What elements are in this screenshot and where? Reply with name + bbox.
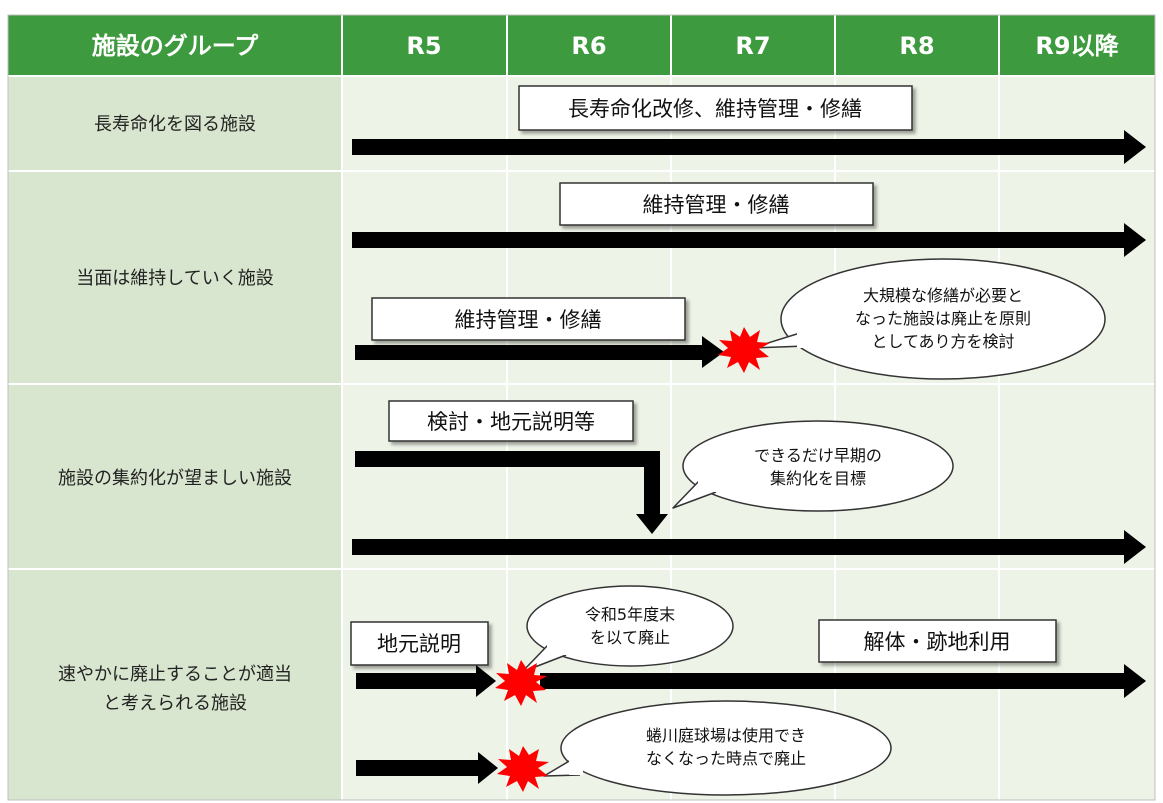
tennis-bubble	[560, 700, 892, 796]
major-repair-bubble	[780, 258, 1106, 380]
major-repair-text-2: なった施設は廃止を原則	[855, 309, 1031, 328]
header-year-r7: R7	[735, 32, 770, 60]
group-label-cell-1	[8, 77, 342, 170]
maintain-top-box	[559, 182, 874, 226]
study-box	[388, 400, 634, 442]
maintain-top-box-label: 維持管理・修繕	[643, 193, 790, 217]
reiwa-bubble	[526, 585, 734, 667]
header-year-r9-later: R9以降	[1035, 32, 1119, 60]
study-box-label: 検討・地元説明等	[427, 410, 595, 434]
consolidation-text-1: できるだけ早期の	[754, 446, 882, 465]
explosion-burst-icon	[497, 746, 549, 792]
group-label-consolidate: 施設の集約化が望ましい施設	[58, 468, 292, 489]
consolidation-text-2: 集約化を目標	[770, 469, 866, 488]
long-life-arrow	[352, 130, 1146, 164]
explosion-burst-icon	[495, 660, 547, 706]
bubble-tail-mask	[698, 479, 716, 492]
group-label-maintain: 当面は維持していく施設	[76, 268, 273, 289]
group-label-cell-4	[8, 570, 342, 800]
bubble-tail-mask	[797, 332, 811, 348]
consolidation-bubble	[682, 420, 954, 512]
group-label-abolish-line2: と考えられる施設	[103, 693, 247, 714]
abolish-short-arrow	[356, 665, 496, 697]
long-life-box-label: 長寿命化改修、維持管理・修繕	[568, 97, 862, 121]
reiwa-text-2: を以て廃止	[590, 628, 670, 647]
header-year-r5: R5	[406, 32, 441, 60]
long-life-box	[518, 85, 913, 131]
explosion-burst-icon	[718, 327, 770, 373]
major-repair-text-3: としてあり方を検討	[871, 332, 1014, 351]
bubble-tail-mask	[547, 643, 566, 655]
consolidation-main-arrow	[352, 530, 1146, 564]
demolition-arrow	[540, 664, 1146, 698]
maintain-top-arrow	[352, 223, 1146, 257]
table-border	[7, 14, 1156, 801]
header-year-r8: R8	[899, 32, 934, 60]
group-label-long-life: 長寿命化を図る施設	[94, 114, 256, 135]
bubble-tail-mask	[569, 758, 583, 775]
demolition-box	[818, 619, 1057, 663]
group-label-abolish-line1: 速やかに廃止することが適当	[58, 664, 292, 685]
maintain-bottom-box-label: 維持管理・修繕	[455, 308, 602, 332]
maintain-bottom-box	[371, 297, 686, 341]
group-label-cell-2	[8, 172, 342, 383]
consolidation-elbow-arrow	[355, 451, 668, 534]
tennis-short-arrow	[356, 752, 498, 784]
tennis-text-2: なくなった時点で廃止	[646, 749, 806, 768]
reiwa-text-1: 令和5年度末	[585, 605, 675, 624]
major-repair-text-1: 大規模な修繕が必要と	[863, 286, 1023, 305]
header-band	[8, 15, 1155, 75]
group-label-cell-3	[8, 385, 342, 568]
local-explanation-box	[350, 621, 489, 666]
maintain-bottom-arrow	[355, 336, 724, 368]
local-explanation-box-label: 地元説明	[377, 632, 461, 656]
demolition-box-label: 解体・跡地利用	[864, 630, 1011, 654]
header-group-label: 施設のグループ	[92, 32, 260, 60]
header-year-r6: R6	[571, 32, 606, 60]
tennis-text-1: 蜷川庭球場は使用でき	[646, 726, 806, 745]
